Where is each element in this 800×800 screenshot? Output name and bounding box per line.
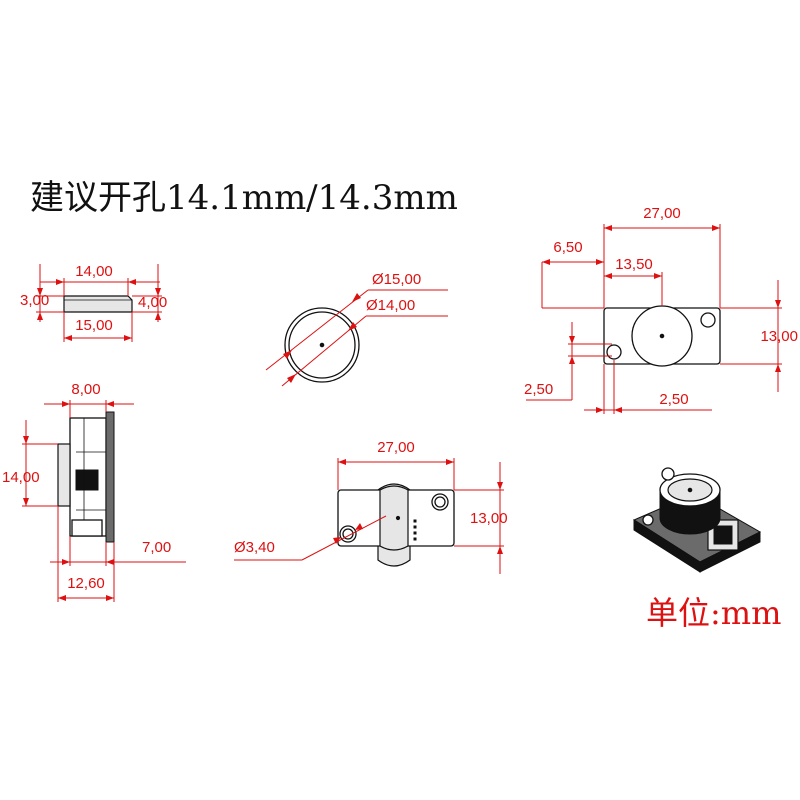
dim-board-offset-left-label: 6,50 (553, 239, 582, 256)
pin-marks (413, 519, 417, 541)
dim-cap-right-height: 4,00 (132, 264, 167, 322)
dim-side-top-width: 8,00 (44, 381, 134, 418)
dim-outer-diameter-label: Ø15,00 (372, 271, 421, 288)
dim-board-offset-left: 6,50 (541, 239, 604, 309)
dim-board-center-offset: 13,50 (604, 256, 663, 306)
dim-board-center-offset-label: 13,50 (615, 256, 653, 273)
dim-hole-offset-x-label: 2,50 (659, 391, 688, 408)
board-bottom-view: 27,00 13,00 Ø3,40 (234, 439, 508, 574)
iso-board-side (699, 531, 761, 573)
bottom-hole-bottom-inner (342, 528, 354, 540)
iso-connector-slot (713, 525, 733, 545)
mount-hole-bottom (606, 344, 622, 360)
unit-label: 单位:mm (646, 594, 782, 632)
side-view: 8,00 14,00 7,00 12,60 (2, 381, 186, 602)
buzzer-rim (379, 485, 409, 551)
dim-board-bottom-height: 13,00 (454, 462, 508, 574)
dim-hole-offset-y: 2,50 (524, 322, 612, 401)
side-pins (71, 519, 103, 537)
dim-board-bottom-height-label: 13,00 (470, 510, 508, 527)
dim-side-top-width-label: 8,00 (71, 381, 100, 398)
dim-cap-top-width-label: 14,00 (75, 263, 113, 280)
dim-side-height: 14,00 (2, 420, 58, 507)
side-board (105, 411, 115, 543)
dim-cap-left-height-label: 3,00 (20, 292, 49, 309)
dim-side-bottom-width-label: 12,60 (67, 575, 105, 592)
dim-bottom-hole-diameter: Ø3,40 (234, 515, 387, 561)
dim-side-bottom-width: 12,60 (57, 506, 115, 602)
dim-cap-bottom-width-label: 15,00 (75, 317, 113, 334)
isometric-view (632, 467, 762, 573)
cap-profile-view: 14,00 15,00 3,00 4,00 (20, 263, 167, 342)
mount-hole-top (700, 312, 716, 328)
dim-inner-diameter-label: Ø14,00 (366, 297, 415, 314)
iso-hole-top (661, 467, 675, 481)
dim-board-top-height: 13,00 (720, 280, 798, 392)
drawing-title: 建议开孔14.1mm/14.3mm (30, 178, 458, 218)
dim-board-top-height-label: 13,00 (760, 328, 798, 345)
dim-cap-bottom-width: 15,00 (63, 312, 133, 342)
bottom-center-dot (395, 515, 401, 521)
side-cap (57, 443, 71, 507)
diameter-view: Ø15,00 Ø14,00 (265, 271, 448, 387)
dim-board-bottom-width: 27,00 (337, 439, 455, 490)
cap-profile-shape (63, 295, 133, 313)
dim-cap-right-height-label: 4,00 (138, 294, 167, 311)
dim-outer-diameter: Ø15,00 (265, 271, 448, 371)
dim-cap-top-width: 14,00 (40, 263, 160, 296)
iso-hole-left (642, 514, 654, 526)
side-connector (75, 469, 99, 491)
dim-side-height-label: 14,00 (2, 469, 40, 486)
dim-bottom-hole-diameter-label: Ø3,40 (234, 539, 275, 556)
dim-side-depth-label: 7,00 (142, 539, 171, 556)
dim-cap-left-height: 3,00 (20, 264, 64, 322)
bottom-hole-top-inner (434, 496, 446, 508)
dim-hole-offset-x: 2,50 (584, 360, 712, 414)
buzzer-center (659, 333, 665, 339)
dim-board-bottom-width-label: 27,00 (377, 439, 415, 456)
iso-buzzer-center (687, 487, 693, 493)
dim-inner-diameter: Ø14,00 (281, 297, 448, 387)
circle-center (319, 342, 325, 348)
dim-board-top-width-label: 27,00 (643, 205, 681, 222)
dim-hole-offset-y-label: 2,50 (524, 381, 553, 398)
dim-board-top-width: 27,00 (603, 205, 721, 308)
dim-side-depth: 7,00 (50, 536, 186, 566)
board-top-view: 27,00 6,50 13,50 13,00 (524, 205, 798, 414)
